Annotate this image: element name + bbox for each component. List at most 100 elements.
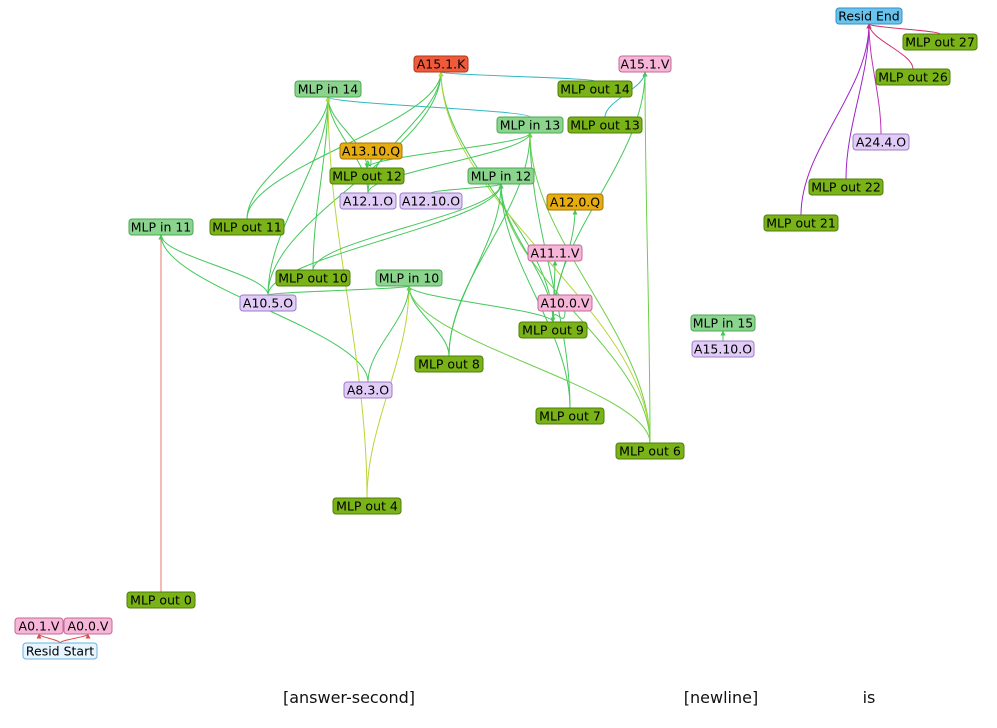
node-label: A12.1.O [343,194,393,209]
node-box [332,497,402,515]
node-mlp-in-14[interactable]: MLP in 14 [294,80,362,98]
node-label: A8.3.O [347,383,389,398]
node-mlp-in-13[interactable]: MLP in 13 [496,116,564,134]
node-mlp-out-11[interactable]: MLP out 11 [209,218,285,236]
edge-a12_1_o-to-mlp_in_13 [367,132,533,194]
node-label: MLP in 12 [471,169,532,184]
edge-mlp_out_8-to-mlp_in_12 [448,183,504,357]
node-mlp-in-12[interactable]: MLP in 12 [467,167,535,185]
node-label: A0.0.V [68,619,109,634]
node-label: MLP out 7 [539,409,601,424]
node-mlp-out-26[interactable]: MLP out 26 [875,68,951,86]
node-box [615,442,685,460]
node-box [808,178,884,196]
token-label: [newline] [684,688,758,707]
node-box [413,55,469,73]
node-a11-1-v[interactable]: A11.1.V [527,244,583,262]
node-mlp-out-14[interactable]: MLP out 14 [557,80,633,98]
node-mlp-in-15[interactable]: MLP in 15 [690,314,756,332]
node-label: A13.10.Q [342,144,400,159]
node-a15-1-k[interactable]: A15.1.K [413,55,469,73]
node-label: MLP in 13 [500,118,561,133]
node-a0-1-v[interactable]: A0.1.V [14,617,64,635]
node-a15-1-v[interactable]: A15.1.V [618,55,672,73]
edge-a10_5_o-to-mlp_in_11 [158,234,269,296]
node-label: A24.4.O [856,135,906,150]
edge-a10_5_o-to-mlp_in_10 [267,285,412,296]
edge-mlp_out_11-to-mlp_in_14 [246,96,331,220]
node-mlp-out-7[interactable]: MLP out 7 [535,407,605,425]
token-labels: [answer-second] [newline] is [283,688,875,707]
node-box [618,55,672,73]
edge-mlp_out_8-to-mlp_in_10 [406,285,450,357]
node-a10-0-v[interactable]: A10.0.V [537,294,593,312]
edge-a8_3_o-to-mlp_in_10 [367,285,412,383]
edge-mlp_out_22-to-resid_end [845,23,872,180]
edge-resid_start-to-a0_0_v [59,633,91,644]
node-mlp-out-6[interactable]: MLP out 6 [615,442,685,460]
node-box [518,321,588,339]
node-a12-10-o[interactable]: A12.10.O [399,192,463,210]
node-label: MLP out 4 [336,499,398,514]
node-box [691,340,755,358]
node-mlp-out-9[interactable]: MLP out 9 [518,321,588,339]
node-mlp-out-12[interactable]: MLP out 12 [329,167,405,185]
node-a24-4-o[interactable]: A24.4.O [852,133,910,151]
node-mlp-out-21[interactable]: MLP out 21 [763,214,839,232]
node-box [690,314,756,332]
node-mlp-out-22[interactable]: MLP out 22 [808,178,884,196]
edge-mlp_out_8-to-mlp_in_13 [448,132,533,357]
node-mlp-out-10[interactable]: MLP out 10 [275,269,351,287]
node-resid-start[interactable]: Resid Start [22,642,98,660]
node-box [339,142,403,160]
edge-mlp_out_21-to-resid_end [800,23,872,216]
node-label: Resid End [838,9,899,24]
node-box [875,68,951,86]
node-a0-0-v[interactable]: A0.0.V [63,617,113,635]
node-box [339,192,397,210]
edge-a10_0_v-to-mlp_out_9 [550,310,566,323]
node-a12-1-o[interactable]: A12.1.O [339,192,397,210]
node-label: Resid Start [26,644,94,659]
token-label: is [863,688,876,707]
node-box [763,214,839,232]
node-a10-5-o[interactable]: A10.5.O [239,294,297,312]
node-label: MLP out 21 [766,216,836,231]
node-mlp-out-8[interactable]: MLP out 8 [414,355,484,373]
node-mlp-out-4[interactable]: MLP out 4 [332,497,402,515]
node-mlp-in-10[interactable]: MLP in 10 [375,269,443,287]
node-box [294,80,362,98]
node-label: A15.1.K [417,57,466,72]
node-resid-end[interactable]: Resid End [835,7,903,25]
node-box [414,355,484,373]
node-label: A11.1.V [531,246,580,261]
node-label: MLP out 22 [811,180,881,195]
node-box [537,294,593,312]
node-label: A15.1.V [621,57,670,72]
node-label: MLP out 8 [418,357,480,372]
node-box [275,269,351,287]
node-mlp-out-27[interactable]: MLP out 27 [902,33,978,51]
node-label: MLP in 15 [693,316,754,331]
node-label: A10.0.V [541,296,590,311]
node-label: MLP in 14 [298,82,359,97]
node-box [567,116,643,134]
node-mlp-out-0[interactable]: MLP out 0 [126,591,196,609]
node-label: MLP out 9 [522,323,584,338]
node-mlp-out-13[interactable]: MLP out 13 [567,116,643,134]
edge-mlp_out_10-to-mlp_in_14 [312,96,331,271]
edge-mlp_out_6-to-mlp_in_12 [498,183,651,444]
edge-a12_10_o-to-mlp_in_12 [430,183,504,194]
node-mlp-in-11[interactable]: MLP in 11 [128,218,194,236]
node-label: A10.5.O [243,296,293,311]
node-a15-10-o[interactable]: A15.10.O [691,340,755,358]
node-label: MLP out 13 [570,118,640,133]
edges-layer [36,23,941,644]
node-box [852,133,910,151]
node-a8-3-o[interactable]: A8.3.O [343,381,393,399]
edge-mlp_out_27-to-resid_end [866,23,941,35]
node-a13-10-q[interactable]: A13.10.Q [339,142,403,160]
edge-mlp_out_6-to-mlp_in_10 [406,285,651,444]
node-a12-0-q[interactable]: A12.0.Q [546,193,604,211]
node-box [835,7,903,25]
